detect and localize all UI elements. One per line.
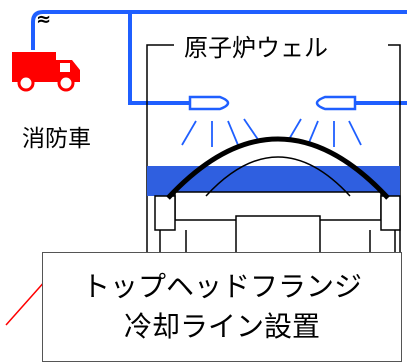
- spray-lines: [181, 118, 362, 147]
- fire-truck-icon: [12, 52, 80, 92]
- reactor-vessel: [154, 156, 401, 258]
- callout-line-1: トップヘッドフランジ: [81, 270, 362, 303]
- top-head-dome: [166, 136, 390, 200]
- spray-nozzle-right: [315, 95, 357, 111]
- callout-leader-line: [5, 279, 47, 326]
- spray-nozzle-left: [188, 95, 230, 111]
- reactor-well-label: 原子炉ウェル: [178, 33, 334, 63]
- truck-mark: ≈: [36, 9, 51, 30]
- callout-box: トップヘッドフランジ 冷却ライン設置: [42, 252, 402, 362]
- fire-truck-label: 消防車: [22, 126, 91, 152]
- callout-line-2: 冷却ライン設置: [123, 310, 320, 343]
- water-supply-line: [31, 10, 407, 105]
